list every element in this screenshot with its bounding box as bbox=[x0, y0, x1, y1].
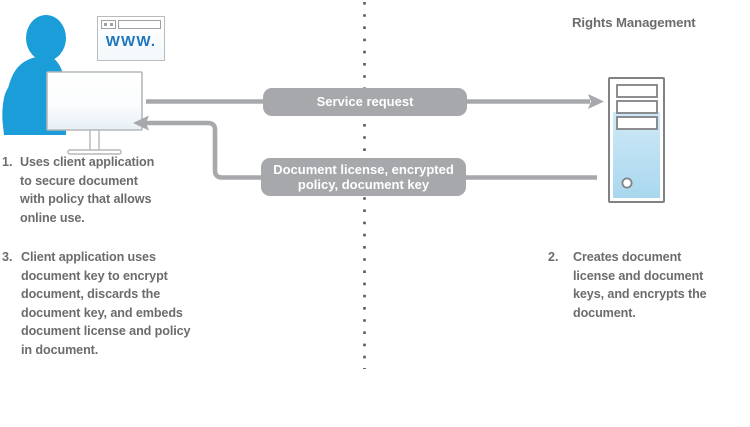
flow-label-service-request: Service request bbox=[263, 88, 467, 116]
browser-address-bar bbox=[118, 20, 161, 29]
browser-window-buttons bbox=[101, 20, 116, 29]
browser-titlebar bbox=[101, 20, 161, 29]
step-1-text: Uses client application to secure docume… bbox=[20, 155, 155, 225]
step-3-text: Client application uses document key to … bbox=[21, 250, 191, 357]
step-2-text: Creates document license and document ke… bbox=[573, 250, 707, 320]
server-tower-icon bbox=[608, 77, 665, 203]
www-text: WWW. bbox=[105, 33, 157, 50]
flow-label-document-license: Document license, encrypted policy, docu… bbox=[261, 158, 466, 196]
browser-window-icon: WWW. bbox=[97, 16, 165, 61]
arrow-document-license bbox=[133, 115, 597, 180]
step-3-number: 3. bbox=[2, 250, 13, 264]
step-2-number: 2. bbox=[548, 250, 559, 264]
step-1-number: 1. bbox=[2, 155, 13, 169]
rights-management-title: Rights Management bbox=[572, 15, 696, 30]
arrow-service-request bbox=[146, 94, 604, 109]
desktop-monitor-icon bbox=[46, 71, 143, 155]
